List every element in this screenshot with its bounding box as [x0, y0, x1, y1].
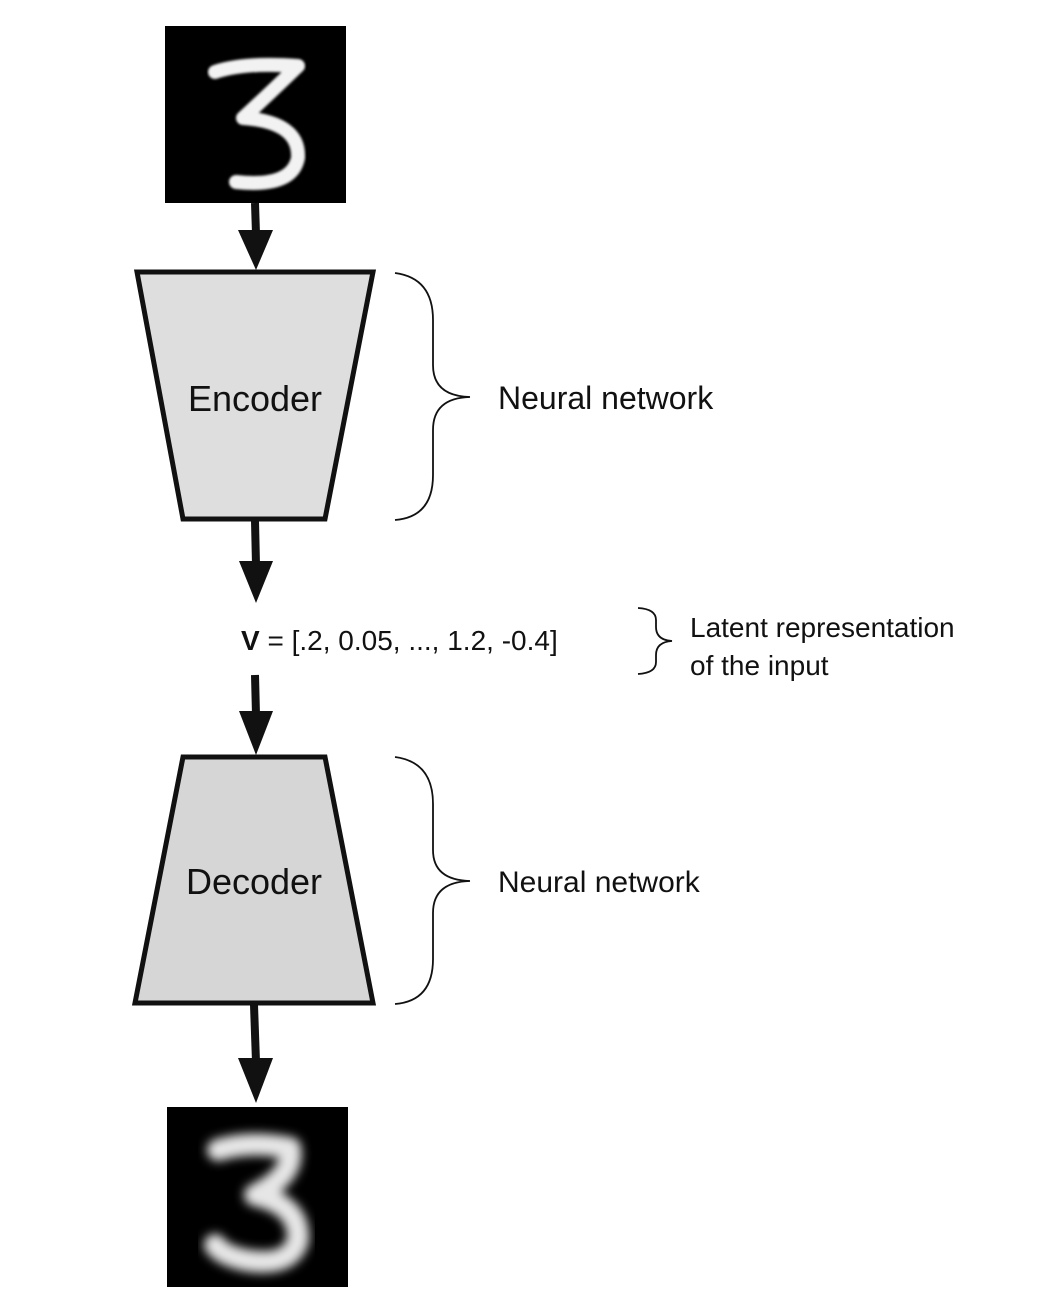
latent-vector-values: = [.2, 0.05, ..., 1.2, -0.4]	[260, 625, 558, 656]
down-arrow-icon	[239, 674, 273, 755]
decoder-annotation-label: Neural network	[498, 866, 701, 899]
decoder-block: Decoder	[131, 754, 377, 1006]
latent-vector: V = [.2, 0.05, ..., 1.2, -0.4]	[241, 625, 558, 656]
decoder-label: Decoder	[186, 861, 322, 902]
encoder-block: Encoder	[133, 269, 377, 522]
latent-annotation-line1: Latent representation	[690, 612, 955, 643]
down-arrow-icon	[239, 520, 273, 603]
decoder-brace	[394, 756, 471, 1005]
encoder-label: Encoder	[188, 378, 322, 419]
encoder-brace	[394, 272, 471, 521]
output-digit-image	[167, 1107, 348, 1287]
latent-var-name: V	[241, 625, 260, 656]
latent-brace	[637, 607, 673, 675]
latent-annotation-line2: of the input	[690, 650, 829, 681]
down-arrow-icon	[238, 202, 273, 270]
encoder-annotation-label: Neural network	[498, 380, 714, 416]
input-digit-image	[165, 26, 346, 203]
down-arrow-icon	[238, 1004, 273, 1103]
